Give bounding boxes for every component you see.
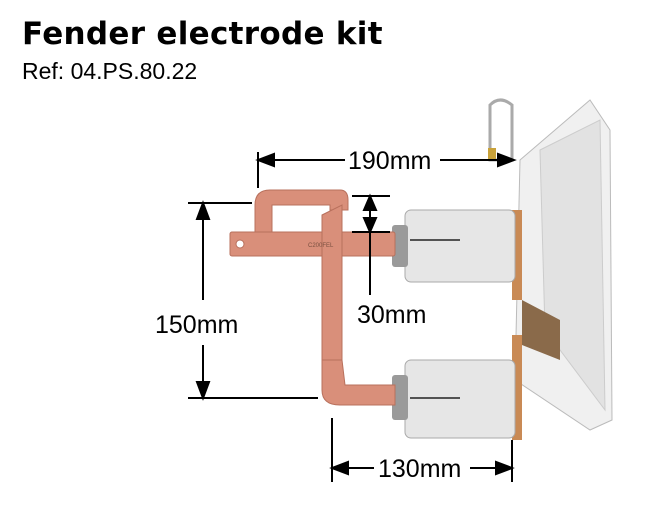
dimension-30mm: 30mm — [357, 301, 426, 329]
dimension-190mm: 190mm — [348, 147, 431, 175]
dimension-lines — [188, 152, 517, 482]
welding-gun-body — [488, 98, 613, 440]
dimension-130mm: 130mm — [378, 455, 461, 483]
page-title: Fender electrode kit — [22, 16, 383, 52]
copper-electrode — [229, 189, 396, 406]
lower-electrode-holder — [392, 359, 516, 439]
engraving-text: C200FEL — [308, 243, 334, 249]
dimension-150mm: 150mm — [155, 311, 238, 339]
reference-number: Ref: 04.PS.80.22 — [22, 58, 198, 84]
upper-electrode-holder — [392, 209, 516, 283]
